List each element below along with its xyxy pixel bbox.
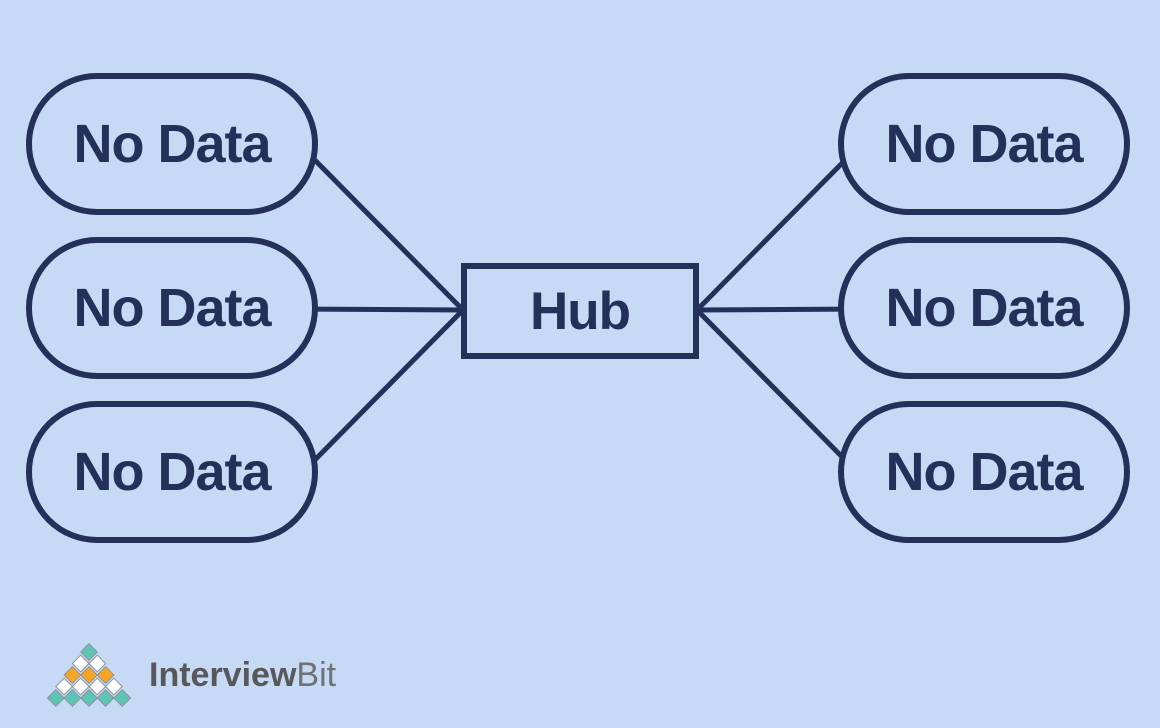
connector-left-top xyxy=(298,143,465,312)
logo-diamond xyxy=(88,654,107,673)
interviewbit-logo-text: InterviewBit xyxy=(149,658,336,692)
node-label: No Data xyxy=(73,278,271,338)
logo-diamond xyxy=(63,688,82,708)
logo-diamond xyxy=(79,665,99,685)
interviewbit-logo-mark-icon xyxy=(46,642,132,708)
logo-diamond xyxy=(79,642,99,662)
node-label: No Data xyxy=(885,114,1083,174)
logo-diamond xyxy=(113,688,132,708)
node-label: No Data xyxy=(885,442,1083,502)
logo-diamond xyxy=(63,665,82,685)
node-right-top: No Data xyxy=(838,73,1130,215)
connector-right-bottom xyxy=(695,308,862,477)
connector-left-middle xyxy=(289,306,464,313)
node-left-middle: No Data xyxy=(26,237,318,379)
hub-node: Hub xyxy=(461,263,699,359)
connector-left-bottom xyxy=(298,308,465,477)
node-left-bottom: No Data xyxy=(26,401,318,543)
node-label: No Data xyxy=(885,278,1083,338)
logo-text-secondary: Bit xyxy=(296,656,337,694)
node-label: No Data xyxy=(73,114,271,174)
logo-diamond xyxy=(96,665,115,685)
logo-diamond xyxy=(96,688,115,708)
logo-diamond xyxy=(71,677,90,696)
logo-diamond xyxy=(88,677,107,696)
logo-diamond xyxy=(79,688,99,708)
node-label: No Data xyxy=(73,442,271,502)
logo-diamond xyxy=(55,677,74,696)
logo-diamond xyxy=(46,688,65,708)
logo-text-primary: Interview xyxy=(149,656,297,694)
node-right-bottom: No Data xyxy=(838,401,1130,543)
logo-diamond xyxy=(104,677,123,696)
node-right-middle: No Data xyxy=(838,237,1130,379)
interviewbit-logo: InterviewBit xyxy=(45,640,336,710)
connector-right-top xyxy=(695,143,862,312)
hub-label: Hub xyxy=(529,281,631,341)
node-left-top: No Data xyxy=(26,73,318,215)
logo-diamond xyxy=(71,654,90,673)
